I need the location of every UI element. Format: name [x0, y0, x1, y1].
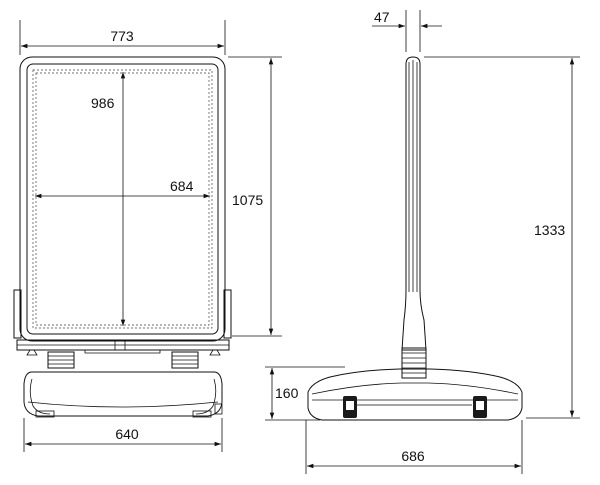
post — [401, 56, 427, 351]
dim-depth-top: 47 — [374, 9, 390, 25]
poster-area — [32, 69, 213, 329]
dim-base-width: 640 — [115, 426, 139, 442]
dim-frame-width: 773 — [110, 28, 134, 44]
left-clamp — [13, 289, 22, 339]
dim-base-depth: 686 — [401, 448, 425, 464]
side-spring — [401, 347, 427, 379]
wheel-left — [343, 396, 357, 418]
wheel-right — [473, 396, 487, 418]
side-view: 47 1333 160 686 — [265, 9, 580, 474]
dim-total-height: 1333 — [534, 222, 565, 238]
right-spring — [171, 351, 199, 369]
dim-frame-height: 1075 — [232, 192, 263, 208]
base — [23, 371, 223, 417]
frame-inner — [26, 63, 219, 335]
dim-poster-width: 684 — [170, 178, 194, 194]
left-spring — [47, 351, 75, 369]
dim-base-height: 160 — [275, 385, 299, 401]
dim-poster-height: 986 — [91, 95, 115, 111]
frame-outer — [19, 56, 226, 342]
right-clamp — [223, 289, 232, 339]
front-view: 773 986 684 1075 640 — [13, 20, 282, 452]
side-base — [307, 368, 523, 421]
